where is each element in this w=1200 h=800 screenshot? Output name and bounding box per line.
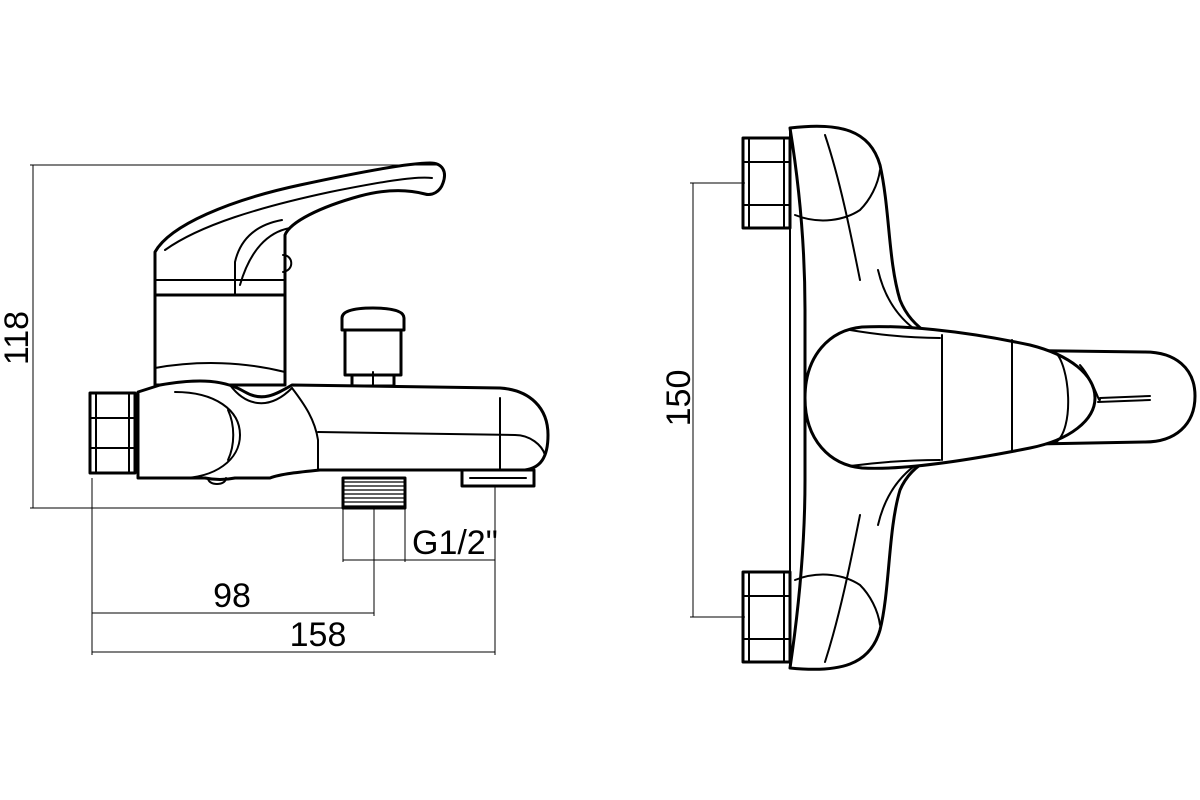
diverter-knob [340, 306, 406, 388]
thread-outlet [341, 476, 407, 510]
dimension-length: 158 [92, 486, 496, 655]
dimension-inlet-spacing-label: 150 [660, 370, 698, 427]
side-spout-body [136, 379, 550, 481]
top-view [741, 124, 1197, 671]
top-lever-handle [803, 325, 1151, 470]
side-lever-handle [153, 161, 446, 297]
top-inlet-nut-lower [741, 570, 792, 664]
side-dimensions: 118 G1/2" 98 158 [0, 164, 498, 655]
side-bottom-details [207, 468, 536, 488]
dimension-inlet-spacing: 150 [660, 182, 745, 618]
dimension-outlet-offset-label: 98 [213, 577, 251, 615]
dimension-thread-label: G1/2" [412, 524, 498, 562]
dimension-height-label: 118 [0, 311, 36, 365]
dimension-length-label: 158 [290, 616, 347, 654]
side-cartridge-body [153, 293, 287, 387]
dimension-height: 118 [0, 164, 440, 509]
dimension-thread: G1/2" [342, 508, 498, 562]
dimension-outlet-offset: 98 [91, 478, 375, 655]
top-inlet-nut-upper [741, 136, 792, 230]
side-view [88, 161, 550, 510]
side-inlet-nut [88, 391, 137, 475]
